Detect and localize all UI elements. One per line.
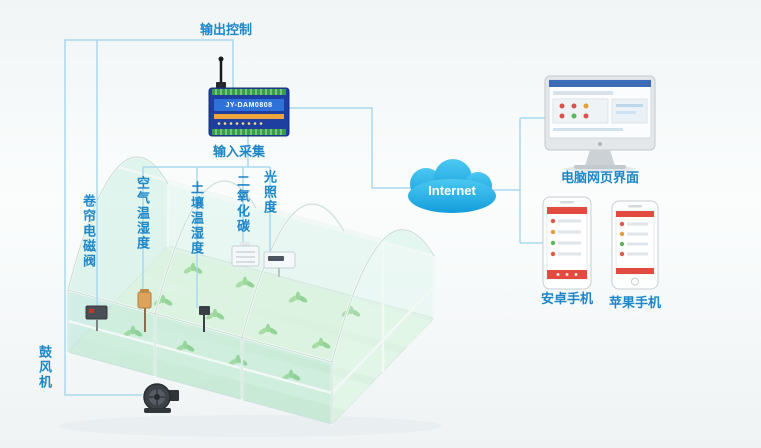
label-soil-sensor: 土壤温湿度 bbox=[188, 181, 204, 256]
label-air-sensor: 空气温湿度 bbox=[134, 176, 150, 251]
android-phone bbox=[542, 196, 592, 290]
label-iphone: 苹果手机 bbox=[608, 295, 661, 310]
greenhouse bbox=[66, 155, 436, 426]
connection-lines bbox=[64, 39, 546, 396]
internet-label: Internet bbox=[428, 183, 476, 198]
internet-cloud bbox=[408, 159, 496, 213]
blower-device bbox=[143, 383, 179, 413]
label-light-sensor: 光照度 bbox=[261, 170, 277, 215]
controller-model-label: JY-DAM0808 bbox=[225, 102, 273, 109]
label-android: 安卓手机 bbox=[540, 291, 593, 306]
label-curtain-valve: 卷帘电磁阀 bbox=[80, 194, 96, 269]
label-output-control: 输出控制 bbox=[199, 22, 252, 37]
label-co2-sensor: 二氧化碳 bbox=[234, 174, 250, 234]
co2-sensor bbox=[231, 242, 260, 267]
greenhouse-shadow bbox=[58, 415, 442, 437]
label-pc-web: 电脑网页界面 bbox=[560, 170, 639, 185]
curtain-valve-device bbox=[85, 305, 108, 331]
iphone-phone bbox=[611, 200, 659, 290]
rtu-controller bbox=[208, 56, 290, 137]
soil-sensor bbox=[199, 306, 210, 332]
air-sensor bbox=[137, 289, 152, 332]
label-input-collect: 输入采集 bbox=[212, 144, 265, 159]
pc-monitor bbox=[544, 75, 656, 172]
label-blower: 鼓风机 bbox=[36, 345, 52, 390]
antenna bbox=[216, 56, 226, 89]
light-sensor bbox=[263, 251, 296, 277]
